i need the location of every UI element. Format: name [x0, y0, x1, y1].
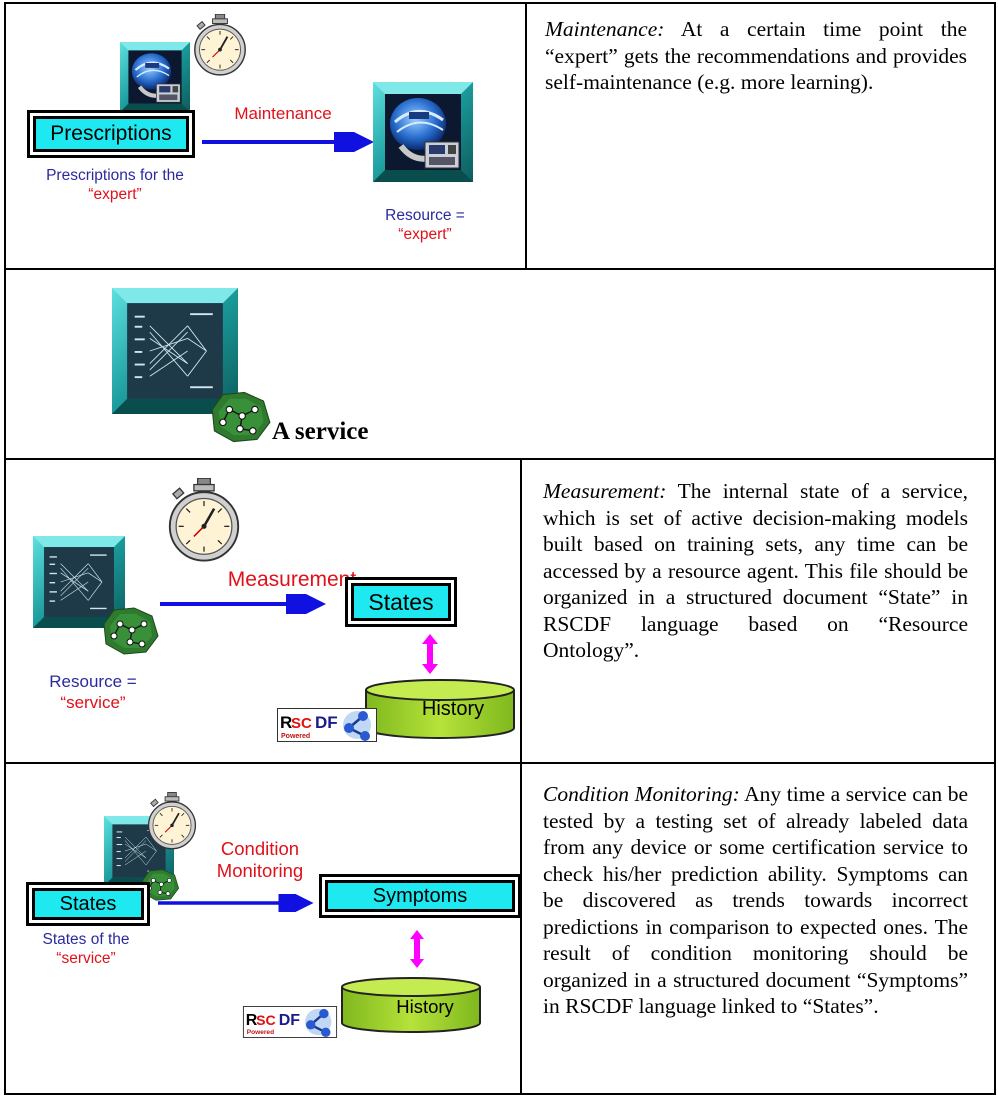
- caption-line: “expert”: [398, 226, 452, 243]
- rscdf-logo: [242, 1006, 338, 1038]
- description-text: The internal state of a service, which i…: [543, 479, 968, 662]
- measurement-arrow-label: Measurement: [227, 568, 357, 591]
- measurement-description: Measurement: The internal state of a ser…: [543, 478, 968, 664]
- condition-monitoring-description: Condition Monitoring: Any time a service…: [543, 781, 968, 1020]
- expert-resource-icon: [373, 82, 473, 182]
- stopwatch-icon: [146, 792, 198, 850]
- maintenance-description: Maintenance: At a certain time point the…: [545, 16, 967, 96]
- column-divider: [520, 458, 522, 1095]
- prescriptions-box: Prescriptions: [33, 116, 189, 152]
- caption-line: Resource =: [49, 672, 137, 691]
- table-frame: [4, 2, 996, 1095]
- prescriptions-caption: Prescriptions for the “expert”: [20, 166, 210, 204]
- description-term: Maintenance:: [545, 17, 665, 41]
- states-caption: States of the “service”: [20, 930, 152, 968]
- symptoms-box: Symptoms: [325, 880, 515, 912]
- history-label: History: [421, 698, 485, 720]
- column-divider: [525, 2, 527, 270]
- network-icon: [100, 606, 160, 656]
- expert-icon: [120, 42, 190, 112]
- states-box: States: [32, 888, 144, 920]
- states-box: States: [351, 583, 451, 621]
- description-term: Measurement:: [543, 479, 667, 503]
- expert-caption: Resource = “expert”: [370, 206, 480, 244]
- caption-line: “expert”: [88, 186, 142, 203]
- caption-line: “service”: [56, 950, 116, 967]
- history-label: History: [396, 996, 454, 1017]
- description-term: Condition Monitoring:: [543, 782, 740, 806]
- caption-line: States of the: [42, 931, 130, 948]
- history-database: [365, 679, 515, 739]
- description-text: Any time a service can be tested by a te…: [543, 782, 968, 1018]
- rscdf-logo: [276, 708, 378, 742]
- stopwatch-icon: [166, 478, 242, 562]
- link-arrow: [410, 930, 424, 968]
- row-divider: [4, 762, 996, 764]
- stopwatch-icon: [192, 14, 248, 76]
- service-title: A service: [272, 418, 369, 445]
- caption-line: Prescriptions for the: [46, 167, 184, 184]
- history-database: [341, 977, 481, 1033]
- description-text: At a certain time point the “expert” get…: [545, 17, 967, 94]
- arrow-label-line: Condition: [220, 838, 300, 859]
- resource-caption: Resource = “service”: [28, 671, 158, 713]
- condition-monitoring-arrow: [158, 894, 314, 912]
- caption-line: “service”: [60, 693, 126, 712]
- row-divider: [4, 268, 996, 270]
- condition-monitoring-arrow-label: Condition Monitoring: [195, 838, 325, 882]
- link-arrow: [422, 634, 438, 674]
- caption-line: Resource =: [385, 207, 465, 224]
- network-icon: [208, 390, 272, 444]
- row-divider: [4, 458, 996, 460]
- maintenance-arrow: [202, 132, 374, 152]
- arrow-label-line: Monitoring: [216, 860, 304, 881]
- maintenance-arrow-label: Maintenance: [234, 104, 332, 123]
- measurement-arrow: [160, 594, 326, 614]
